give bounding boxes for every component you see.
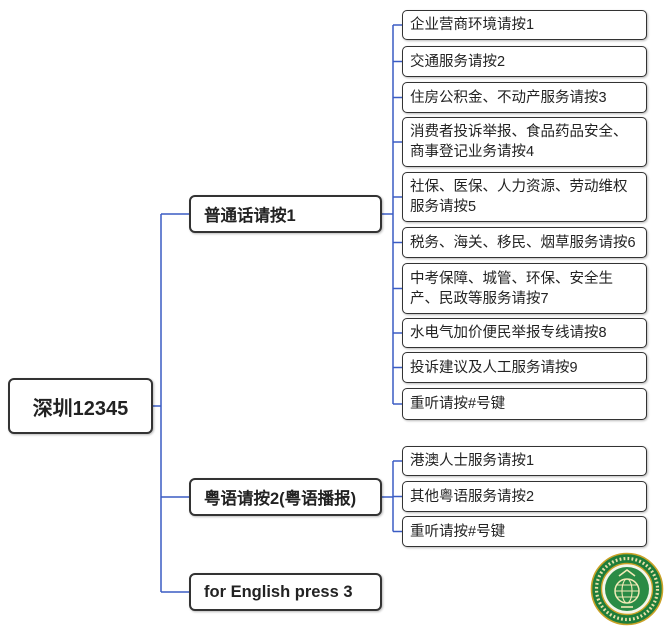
- option-text-line-2: 产、民政等服务请按7: [410, 290, 549, 307]
- branch-mandarin: 普通话请按1: [189, 195, 382, 233]
- root-label: 深圳12345: [32, 397, 129, 420]
- branch-label: 普通话请按1: [204, 207, 296, 225]
- option-text-line-2: 服务请按5: [410, 199, 477, 215]
- option-text: 企业营商环境请按1: [410, 17, 535, 33]
- option-text: 水电气加价便民举报专线请按8: [410, 325, 607, 341]
- government-seal-logo: [590, 552, 664, 626]
- option-text-line-1: 中考保障、城管、环保、安全生: [410, 270, 613, 287]
- option-repeat-hash-key: 重听请按#号键: [402, 388, 647, 420]
- option-5-social-security-labor: 社保、医保、人力资源、劳动维权 服务请按5: [402, 172, 647, 222]
- option-7-exam-urban-environment-civil: 中考保障、城管、环保、安全生 产、民政等服务请按7: [402, 263, 647, 314]
- branch-english: for English press 3: [189, 573, 382, 611]
- branch-cantonese: 粤语请按2(粤语播报): [189, 478, 382, 516]
- option-text: 税务、海关、移民、烟草服务请按6: [410, 234, 636, 251]
- cantonese-option-repeat-hash-key: 重听请按#号键: [402, 516, 647, 547]
- option-text: 其他粤语服务请按2: [410, 488, 535, 505]
- branch-label: for English press 3: [204, 582, 353, 601]
- option-text: 住房公积金、不动产服务请按3: [410, 89, 607, 106]
- option-text: 重听请按#号键: [410, 523, 506, 540]
- option-text: 投诉建议及人工服务请按9: [410, 359, 578, 376]
- option-text: 重听请按#号键: [410, 396, 506, 412]
- option-9-complaints-human-service: 投诉建议及人工服务请按9: [402, 352, 647, 383]
- root-node: 深圳12345: [8, 378, 153, 434]
- cantonese-option-1-hk-macao: 港澳人士服务请按1: [402, 446, 647, 476]
- cantonese-option-2-other: 其他粤语服务请按2: [402, 481, 647, 512]
- option-text-line-2: 商事登记业务请按4: [410, 144, 535, 160]
- option-4-consumer-food-drug-registration: 消费者投诉举报、食品药品安全、 商事登记业务请按4: [402, 117, 647, 167]
- option-text: 交通服务请按2: [410, 53, 506, 70]
- option-3-housing-fund-real-estate: 住房公积金、不动产服务请按3: [402, 82, 647, 113]
- option-2-transport: 交通服务请按2: [402, 46, 647, 77]
- option-1-business-environment: 企业营商环境请按1: [402, 10, 647, 40]
- option-8-utilities-price-hotline: 水电气加价便民举报专线请按8: [402, 318, 647, 348]
- connector-group: [153, 24, 402, 593]
- option-text-line-1: 消费者投诉举报、食品药品安全、: [410, 124, 628, 140]
- option-6-tax-customs-immigration-tobacco: 税务、海关、移民、烟草服务请按6: [402, 227, 647, 258]
- option-text-line-1: 社保、医保、人力资源、劳动维权: [410, 179, 628, 195]
- option-text: 港澳人士服务请按1: [410, 453, 535, 469]
- branch-label: 粤语请按2(粤语播报): [204, 490, 357, 508]
